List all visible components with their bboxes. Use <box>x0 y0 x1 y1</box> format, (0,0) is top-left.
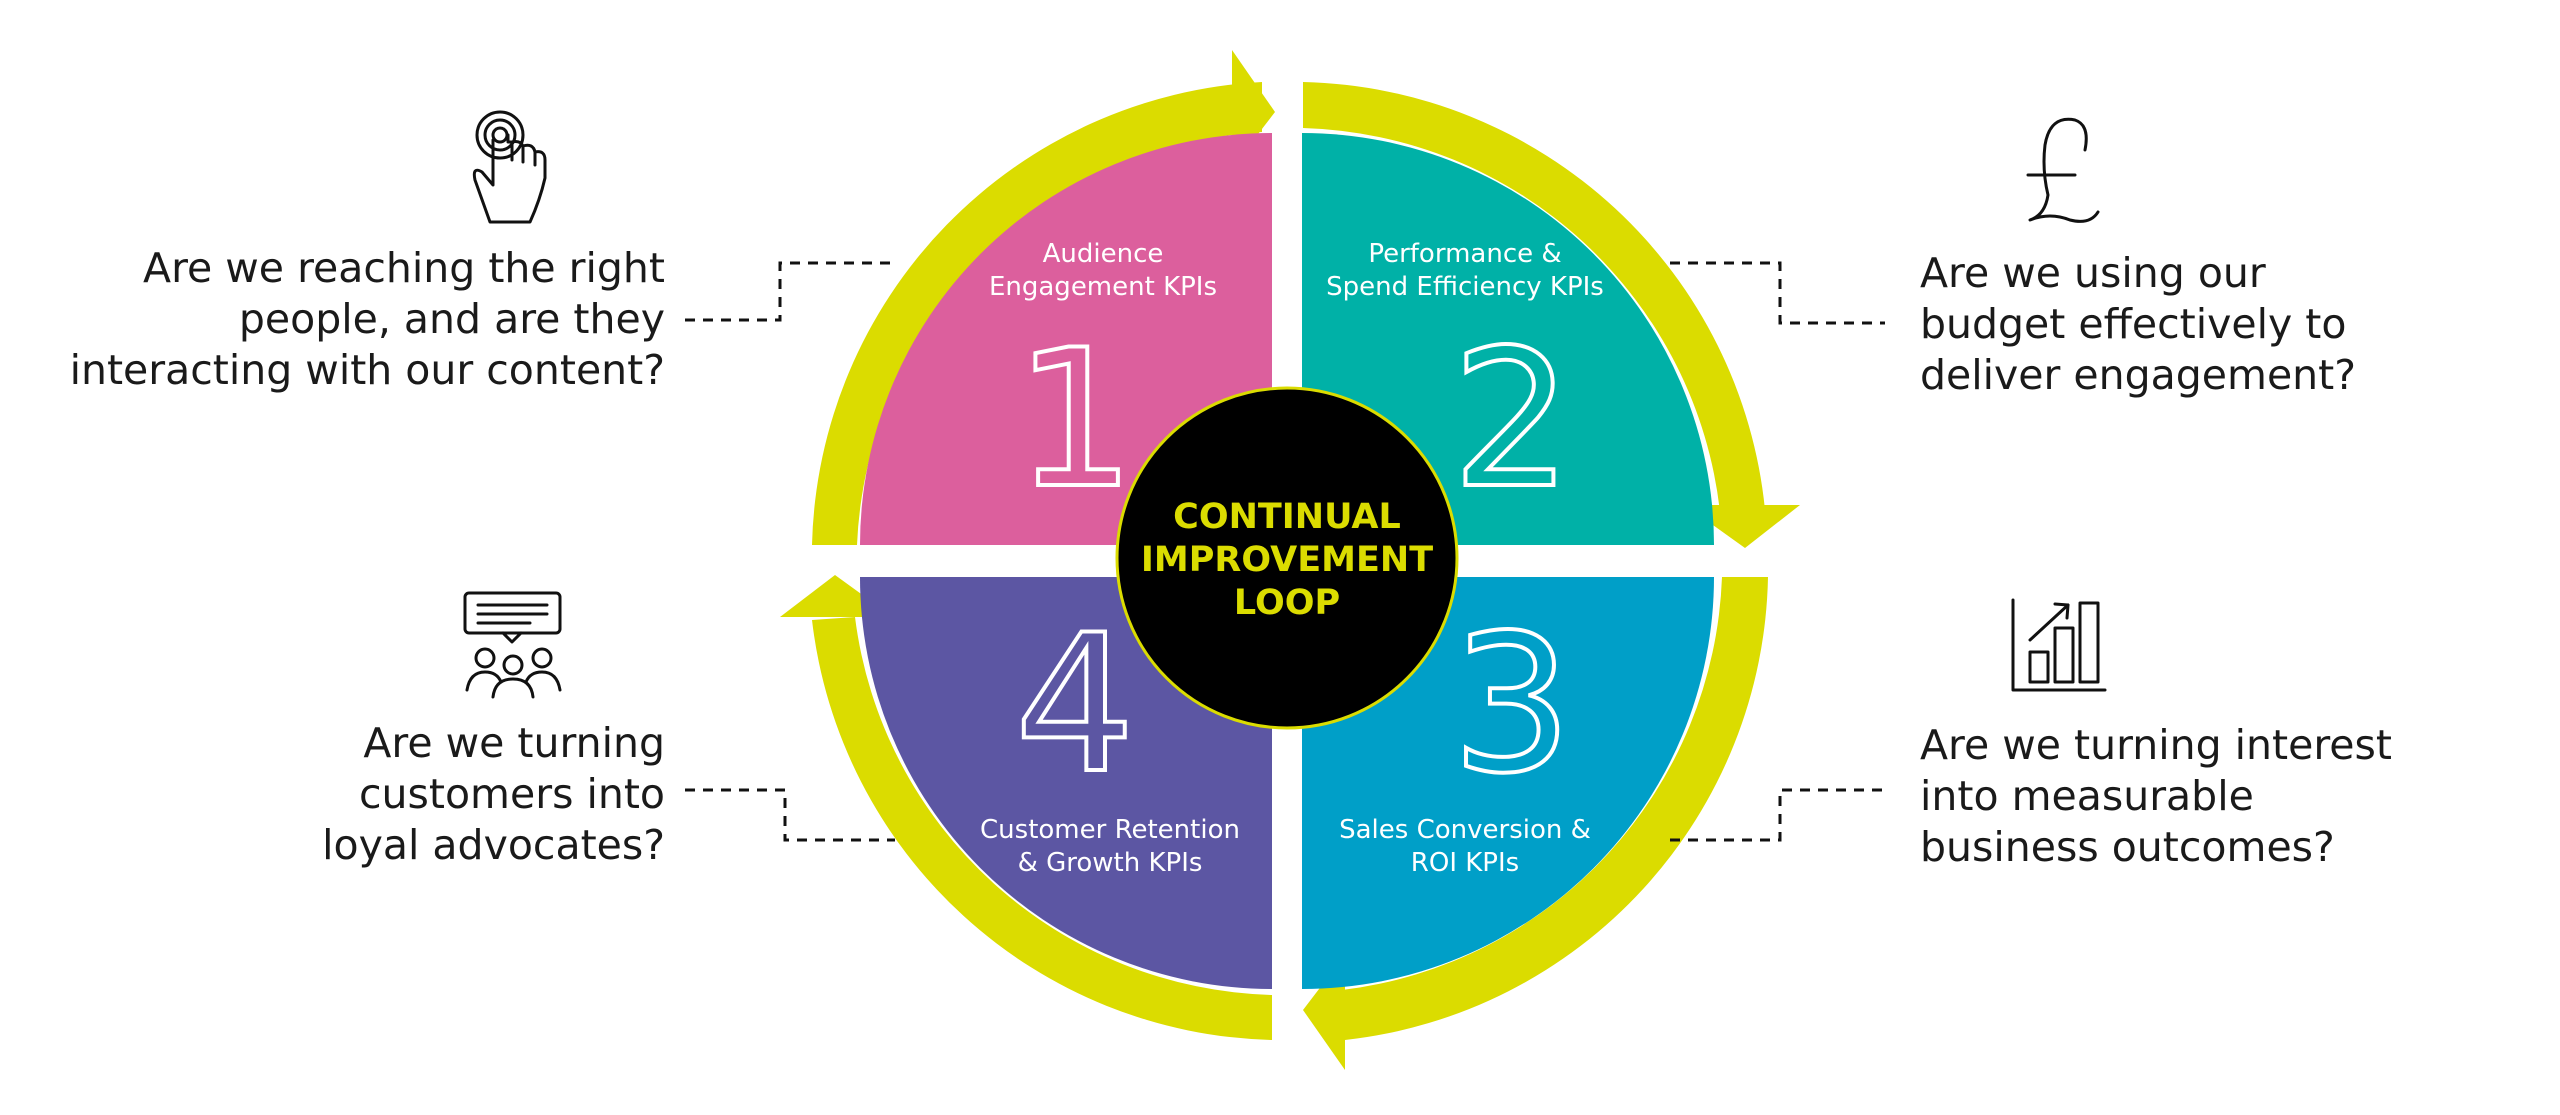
connector-line-1 <box>685 261 895 322</box>
arrow-segment-top-left <box>812 82 1262 545</box>
quadrant-1-label-line1: Audience <box>1043 239 1164 269</box>
center-title-line1: CONTINUAL <box>1173 497 1401 537</box>
hand-tap-icon <box>472 110 547 224</box>
connector-line-2 <box>1670 261 1885 325</box>
quadrant-3-label-line2: ROI KPIs <box>1411 848 1519 878</box>
quadrant-4-label-line1: Customer Retention <box>980 815 1240 845</box>
growth-chart-icon <box>2011 598 2107 692</box>
quadrant-4-number: 4 <box>1015 594 1136 815</box>
pound-sign-icon <box>2026 117 2100 223</box>
loop-arrow-ring <box>780 50 1800 1070</box>
center-title-line2: IMPROVEMENT <box>1141 540 1433 580</box>
arrow-segment-bottom-left <box>812 617 1272 1040</box>
center-circle <box>1115 386 1459 730</box>
question-audience-engagement: Are we reaching the right people, and ar… <box>69 244 665 394</box>
quadrant-4-label-line2: & Growth KPIs <box>1018 848 1203 878</box>
arrow-segment-bottom-right <box>1342 577 1768 1040</box>
connector-line-3 <box>1670 788 1890 842</box>
quadrant-3-label-line1: Sales Conversion & <box>1339 815 1591 845</box>
quadrant-2-number: 2 <box>1452 309 1573 530</box>
center-title-line3: LOOP <box>1234 583 1340 623</box>
quadrant-1-label-line2: Engagement KPIs <box>989 272 1217 302</box>
community-chat-icon <box>463 591 562 699</box>
quadrant-3-number: 3 <box>1452 594 1573 815</box>
quadrant-2-label-line2: Spend Efficiency KPIs <box>1326 272 1604 302</box>
question-customer-retention: Are we turning customers into loyal advo… <box>322 719 665 869</box>
quadrant-2-label-line1: Performance & <box>1368 239 1561 269</box>
question-spend-efficiency: Are we using our budget effectively to d… <box>1920 249 2357 399</box>
connector-line-4 <box>685 788 895 842</box>
arrow-segment-top-right <box>1303 82 1765 512</box>
question-sales-conversion: Are we turning interest into measurable … <box>1920 721 2392 871</box>
arrowhead-right <box>1685 505 1800 548</box>
quadrant-1-number: 1 <box>1015 309 1136 530</box>
